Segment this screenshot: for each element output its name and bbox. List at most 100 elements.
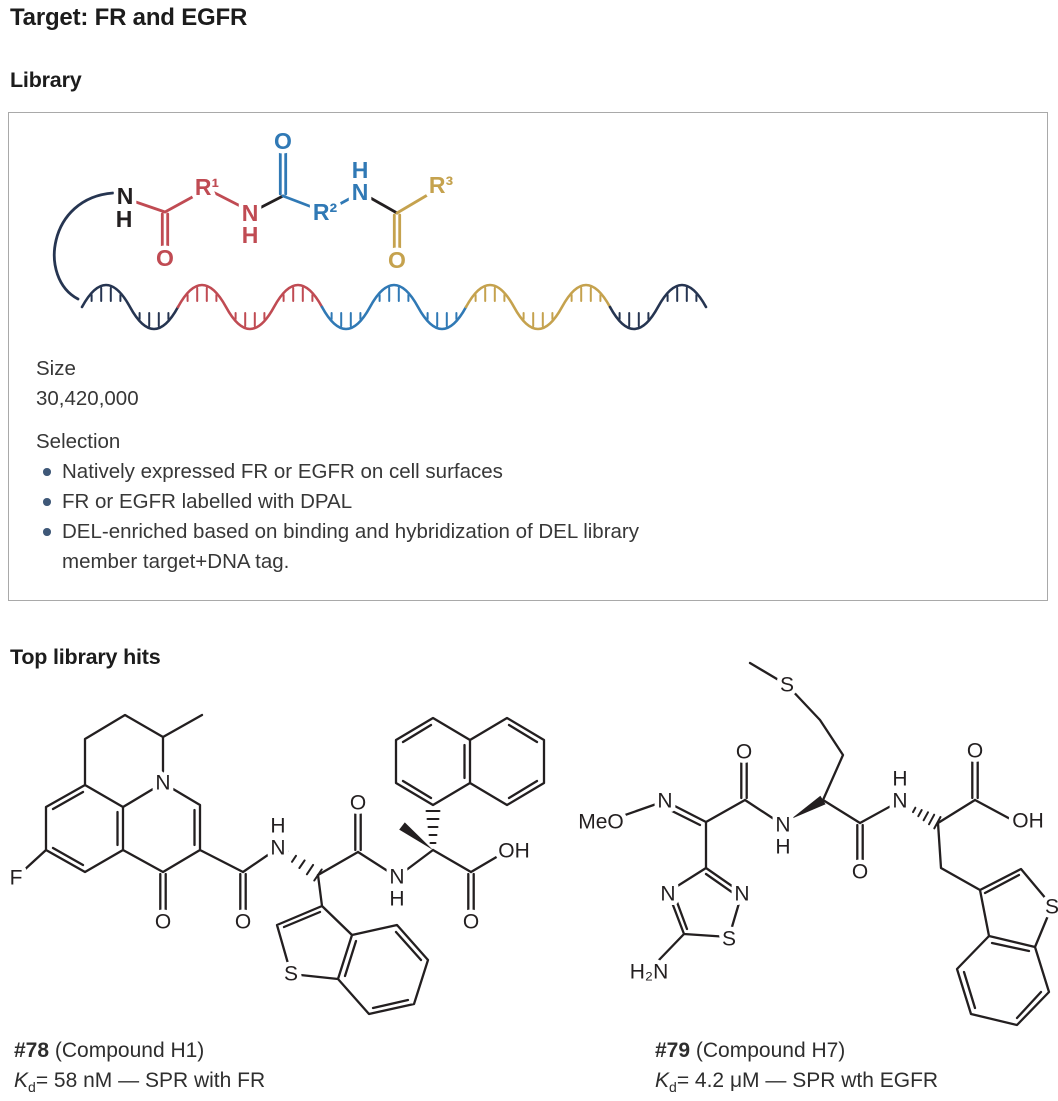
atom-label: O [463, 911, 479, 934]
atom-label: S [722, 928, 736, 951]
atom-label: R¹ [195, 174, 219, 200]
dna-blue-ticks [330, 286, 458, 328]
size-value: 30,420,000 [36, 387, 139, 410]
dna-red-wave [176, 283, 324, 331]
kd-value: = 58 nM — SPR with FR [35, 1069, 266, 1092]
dna-wave [80, 283, 708, 331]
atom-label: O [156, 245, 174, 271]
hit-79-caption: #79 (Compound H7) Kd= 4.2 μM — SPR wth E… [655, 1036, 938, 1101]
atom-label: H₂N [630, 961, 668, 984]
atom-label: MeO [578, 811, 624, 834]
atom-label: O [274, 128, 292, 154]
hit-78-id: #78 [14, 1039, 50, 1062]
selection-bullet-1: Natively expressed FR or EGFR on cell su… [36, 457, 676, 487]
kd-subscript: d [669, 1079, 677, 1096]
dna-attachment-curve [53, 191, 115, 301]
atom-label: H [116, 206, 133, 232]
atom-label: O [235, 911, 251, 934]
atom-label: H [892, 768, 907, 791]
atom-label: N [734, 883, 749, 906]
atom-label: O [350, 792, 366, 815]
library-text: Size 30,420,000 Selection Natively expre… [36, 354, 676, 577]
atom-label: F [10, 867, 23, 890]
linker-bonds-black [248, 190, 399, 215]
atom-label: OH [1012, 810, 1044, 833]
atom-label: R² [313, 199, 338, 225]
building-block-1-bonds [125, 187, 252, 250]
atom-label: N [270, 837, 285, 860]
hit-78-caption: #78 (Compound H1) Kd= 58 nM — SPR with F… [14, 1036, 265, 1101]
dna-navy-ticks [90, 286, 170, 328]
atom-label: S [1045, 896, 1058, 919]
atom-label: N [389, 866, 404, 889]
dna-red-ticks [186, 286, 314, 328]
dna-gold-wave [464, 283, 612, 331]
hashed-stereo-bond [283, 810, 441, 882]
linker-bond [248, 190, 399, 215]
hit-79-bonds [606, 661, 1054, 1027]
bond-lines [20, 713, 546, 1016]
figure-title: Target: FR and EGFR [10, 4, 248, 31]
atom-label: H [242, 222, 259, 248]
library-box [8, 112, 1048, 601]
building-block-3-bonds [392, 185, 443, 251]
dna-navy-wave [80, 283, 180, 331]
atom-label: H [389, 888, 404, 911]
dna-gold-ticks [474, 286, 602, 328]
atom-label: N [892, 790, 907, 813]
atom-label: N [657, 790, 672, 813]
kd-value: = 4.2 μM — SPR wth EGFR [676, 1069, 939, 1092]
dna-blue-wave [320, 283, 468, 331]
r1-bonds [125, 187, 252, 250]
selection-bullets: Natively expressed FR or EGFR on cell su… [36, 457, 676, 577]
kd-subscript: d [28, 1079, 36, 1096]
selection-bullet-3: DEL-enriched based on binding and hybrid… [36, 517, 676, 577]
r2-bonds [278, 150, 362, 214]
bond-lines [606, 661, 1054, 1027]
atom-label: OH [498, 840, 530, 863]
atom-label: S [780, 674, 794, 697]
hit-79-caption-line1: #79 (Compound H7) [655, 1036, 938, 1066]
r3-bonds [392, 185, 443, 251]
atom-label: O [155, 911, 171, 934]
atom-label: S [284, 963, 298, 986]
hit-79-compound: (Compound H7) [695, 1039, 846, 1062]
dna-navy-wave [608, 283, 708, 331]
kd-symbol: K [655, 1069, 670, 1092]
hashed-stereo-bond [912, 806, 942, 830]
hit-78-kd: Kd= 58 nM — SPR with FR [14, 1066, 265, 1101]
hit-78-caption-line1: #78 (Compound H1) [14, 1036, 265, 1066]
atom-label: N [155, 772, 170, 795]
atom-label: O [736, 741, 752, 764]
atom-label: R³ [429, 172, 454, 198]
hit-78-compound: (Compound H1) [54, 1039, 205, 1062]
building-block-2-bonds [278, 150, 362, 214]
library-heading: Library [10, 68, 82, 92]
selection-bullet-2: FR or EGFR labelled with DPAL [36, 487, 676, 517]
hits-heading: Top library hits [10, 645, 161, 669]
atom-label: N [660, 883, 675, 906]
atom-label: H [352, 157, 369, 183]
atom-label: H [270, 815, 285, 838]
atom-label: O [967, 740, 983, 763]
dna-navy-ticks [618, 286, 698, 328]
selection-label: Selection [36, 430, 121, 453]
kd-symbol: K [14, 1069, 29, 1092]
wedge-methyl-bond [399, 822, 433, 850]
wedge-stereo-bond [791, 795, 826, 819]
hit-79-id: #79 [655, 1039, 691, 1062]
size-label: Size [36, 357, 76, 380]
atom-label: O [852, 861, 868, 884]
atom-label: N [775, 814, 790, 837]
hit-79-kd: Kd= 4.2 μM — SPR wth EGFR [655, 1066, 938, 1101]
hit-78-bonds [20, 713, 546, 1016]
attachment-curve [53, 191, 115, 301]
atom-label: O [388, 247, 406, 273]
